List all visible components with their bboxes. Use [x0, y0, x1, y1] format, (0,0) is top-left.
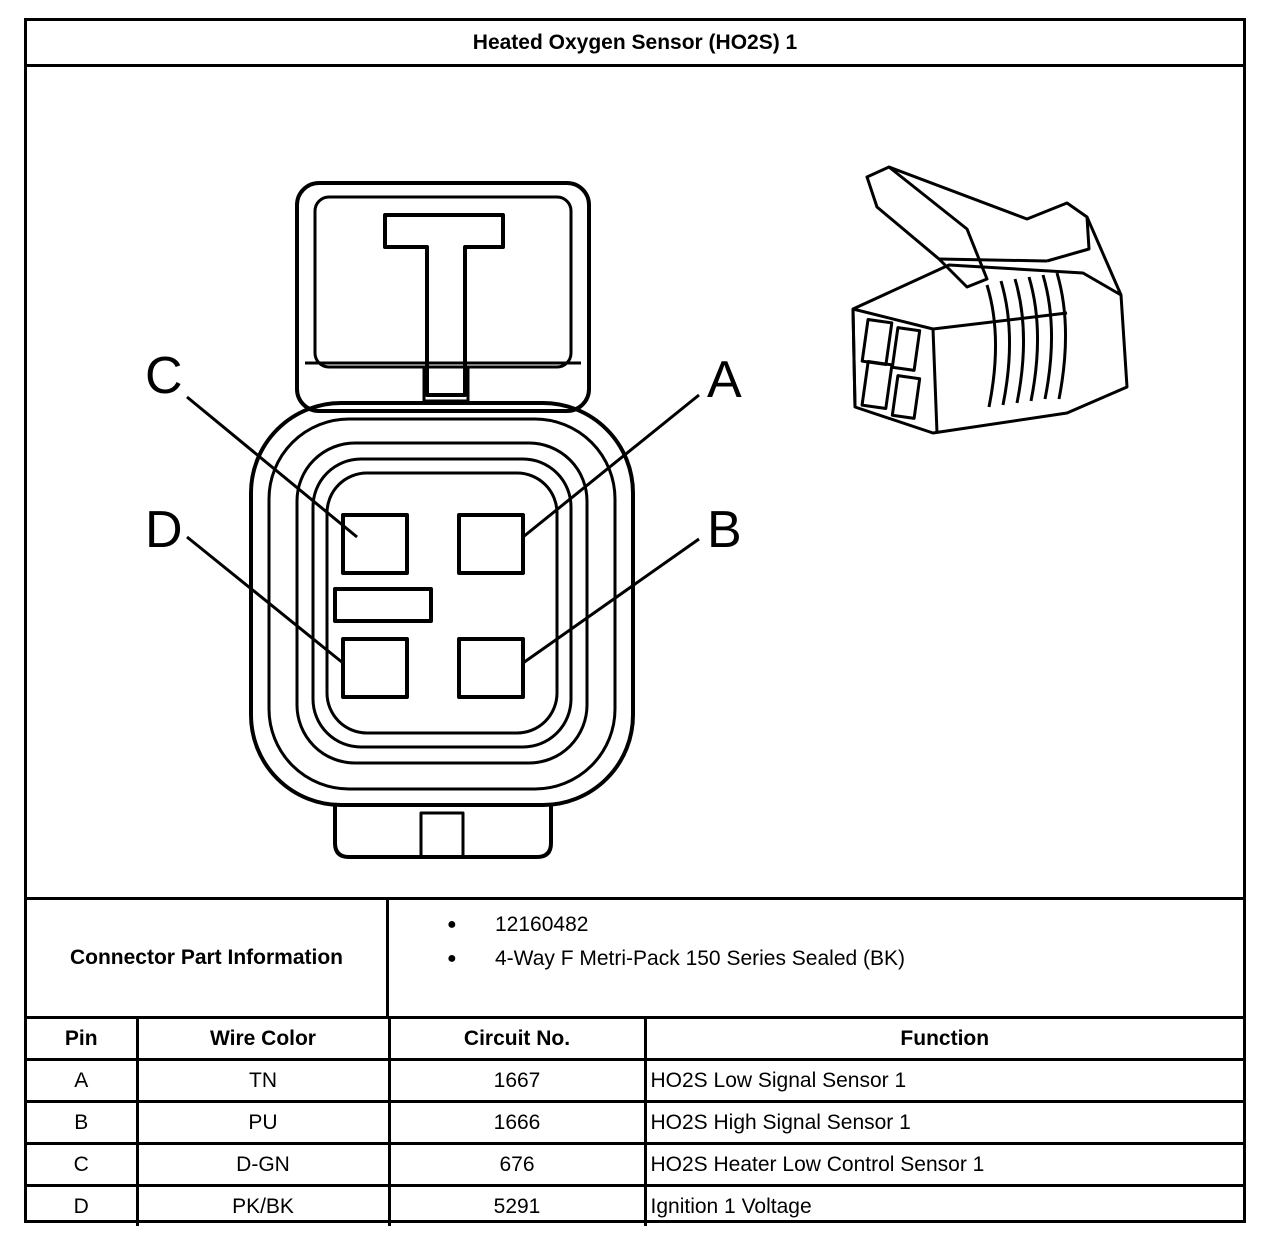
table-row: C D-GN 676 HO2S Heater Low Control Senso…: [27, 1142, 1243, 1187]
header-circuit: Circuit No.: [387, 1016, 647, 1061]
connector-part-info: Connector Part Information ● 12160482 ● …: [27, 897, 1243, 1016]
leader-line-c: [186, 395, 358, 539]
table-row: B PU 1666 HO2S High Signal Sensor 1: [27, 1100, 1243, 1145]
table-row: D PK/BK 5291 Ignition 1 Voltage: [27, 1184, 1243, 1226]
cavity-a: [457, 513, 525, 575]
pin-leader-lines: [186, 393, 700, 665]
keying-rib: [333, 587, 433, 623]
pin-table-header: Pin Wire Color Circuit No. Function: [27, 1016, 1243, 1061]
document-title: Heated Oxygen Sensor (HO2S) 1: [27, 21, 1243, 67]
document-frame: Heated Oxygen Sensor (HO2S) 1: [24, 18, 1246, 1226]
connector-part-info-list: ● 12160482 ● 4-Way F Metri-Pack 150 Seri…: [389, 908, 1243, 976]
cavity-d: [341, 637, 409, 699]
connector-part-info-label: Connector Part Information: [27, 900, 389, 1016]
connector-body: [249, 401, 635, 807]
bottom-lock-tab: [333, 803, 553, 859]
leader-line-d: [186, 535, 344, 665]
pin-label-c: C: [145, 347, 183, 405]
cavity-b: [457, 637, 525, 699]
latch-tab: [383, 213, 505, 397]
connector-isometric-view: [851, 165, 1129, 435]
header-pin: Pin: [27, 1016, 139, 1061]
pin-label-d: D: [145, 501, 183, 559]
pin-label-b: B: [707, 501, 742, 559]
connector-face-view: [249, 181, 635, 859]
part-number: ● 12160482: [389, 908, 1243, 942]
bullet-icon: ●: [447, 950, 457, 967]
table-row: A TN 1667 HO2S Low Signal Sensor 1: [27, 1058, 1243, 1103]
connector-description: ● 4-Way F Metri-Pack 150 Series Sealed (…: [389, 942, 1243, 976]
header-wire-color: Wire Color: [135, 1016, 391, 1061]
bullet-icon: ●: [447, 916, 457, 933]
connector-diagram: C A D B: [145, 165, 1129, 859]
cavity-c: [341, 513, 409, 575]
leader-line-a: [522, 393, 700, 539]
pin-label-a: A: [707, 351, 742, 409]
header-function: Function: [643, 1016, 1243, 1061]
connector-top-housing: [295, 181, 591, 413]
pin-table: Pin Wire Color Circuit No. Function A TN…: [27, 1016, 1243, 1226]
leader-line-b: [522, 537, 700, 665]
